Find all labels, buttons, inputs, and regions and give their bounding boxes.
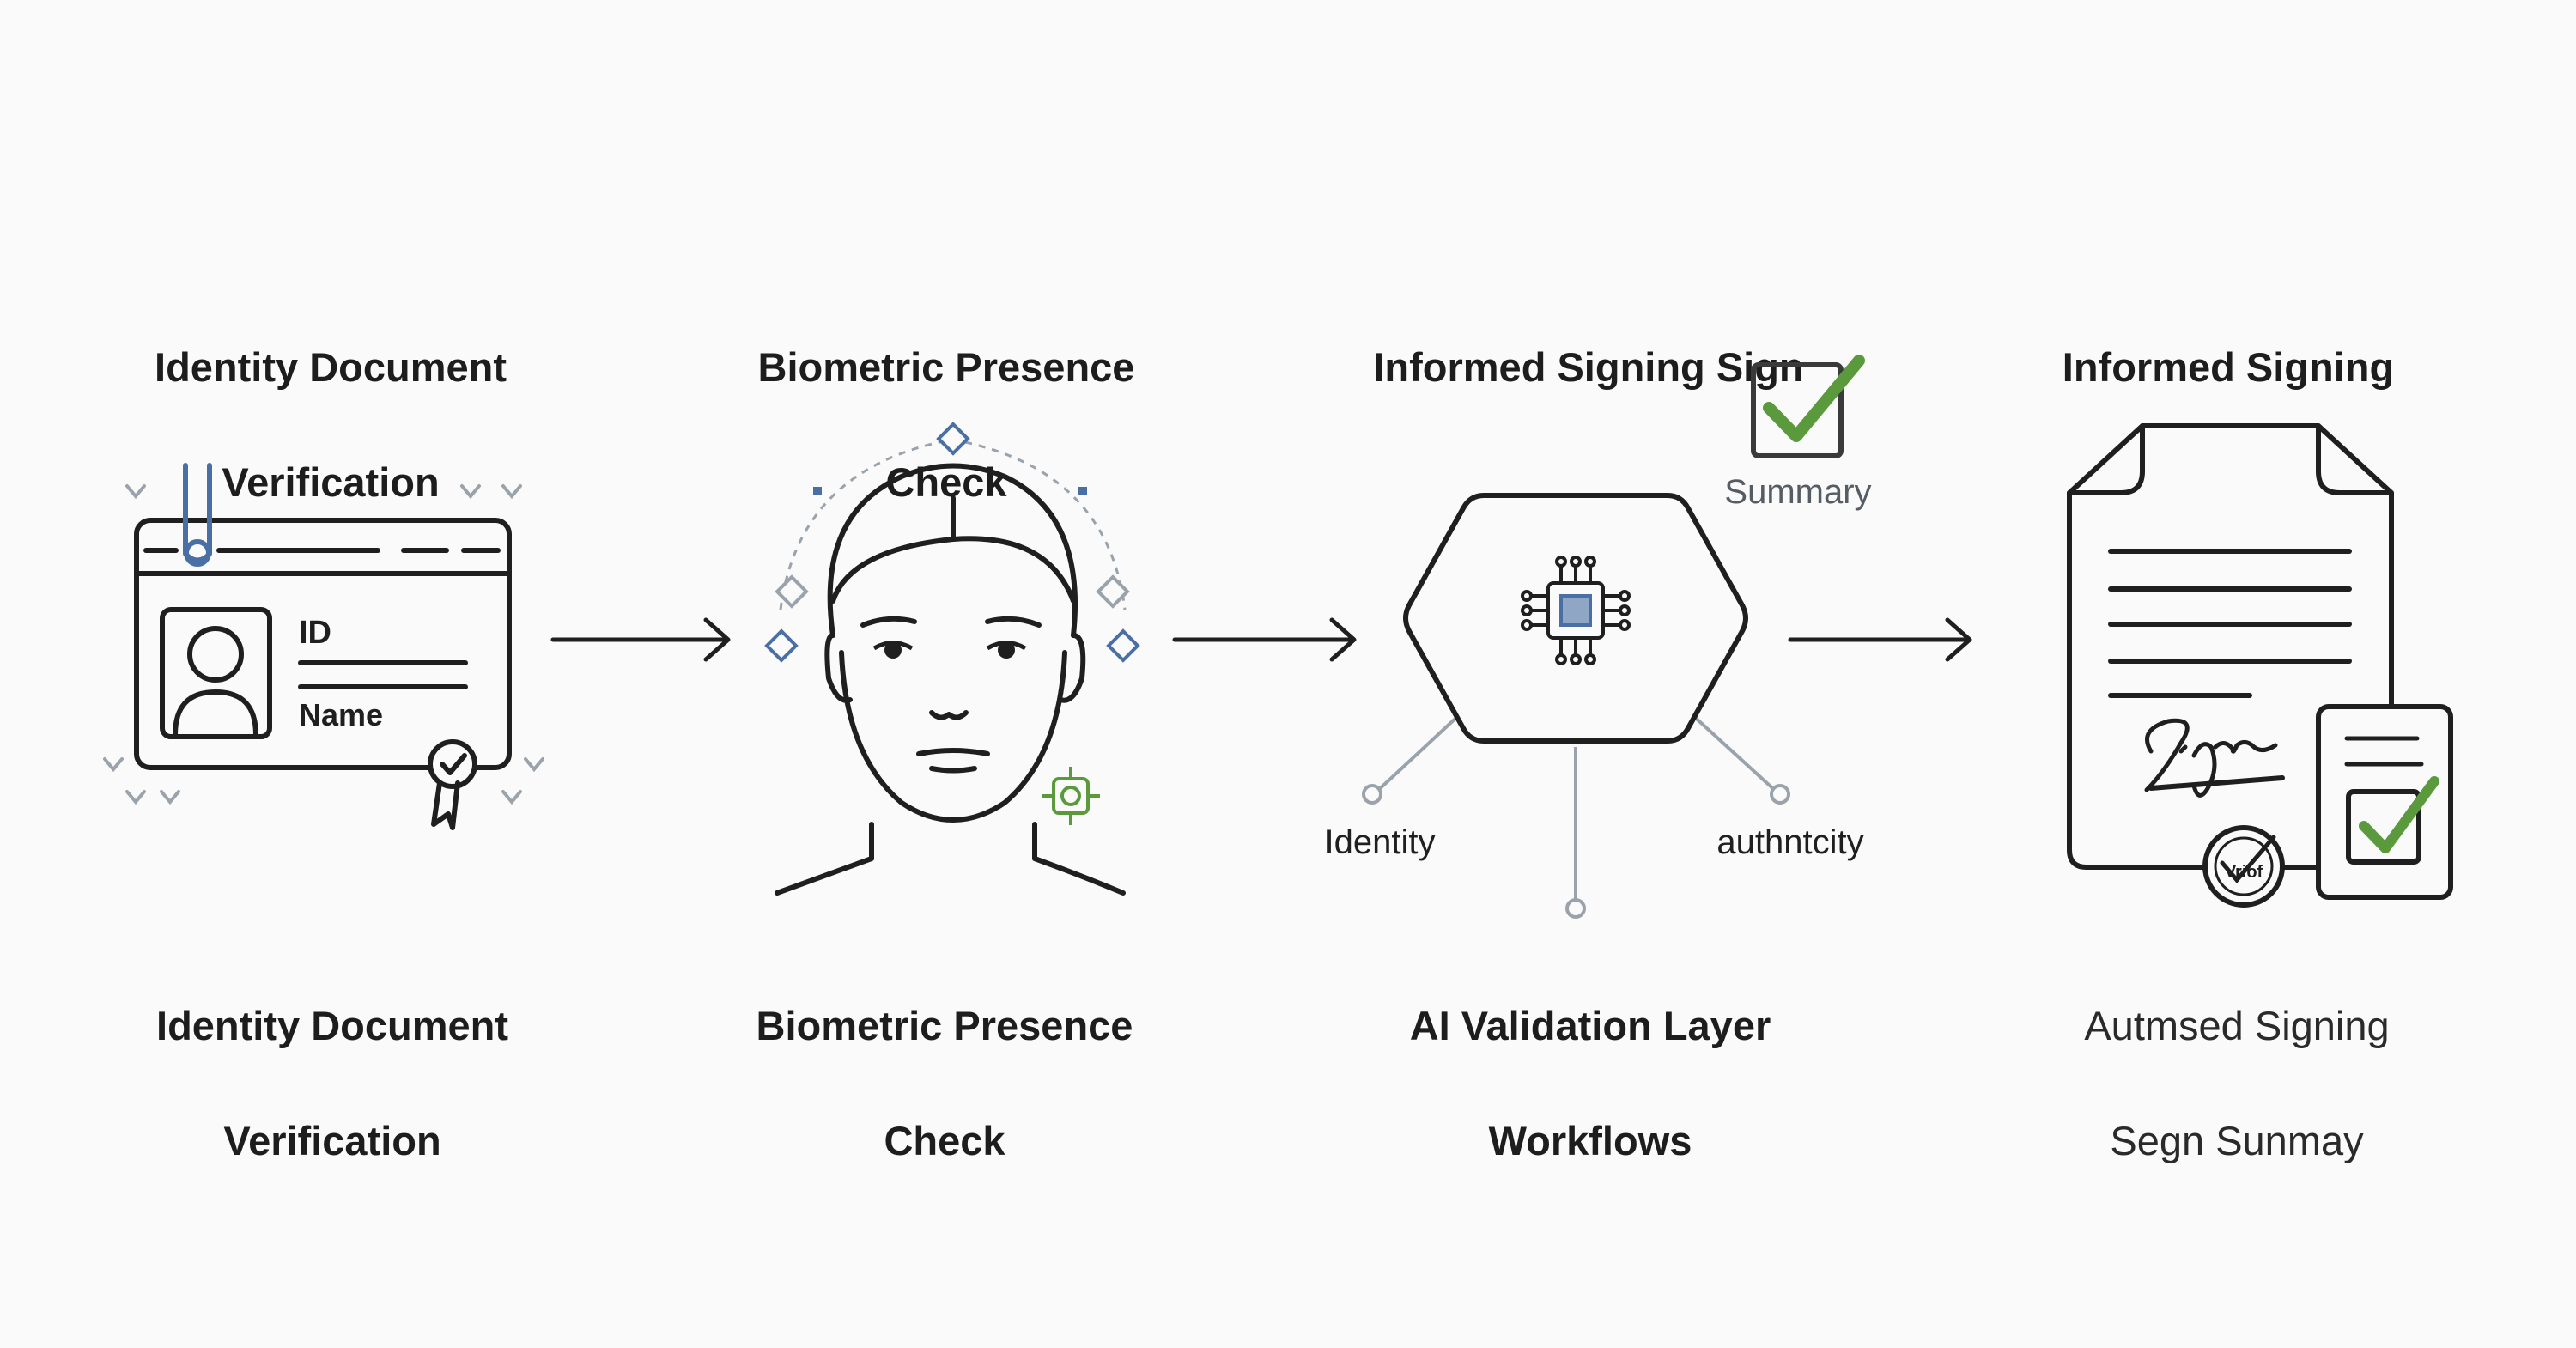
branch-label-identity: Identity [1325, 823, 1436, 861]
step-3-caption: AI Validation Layer Workflows [1333, 939, 1848, 1227]
id-card-id-label: ID [299, 615, 331, 651]
step-4-title-line-1: Informed Signing [2062, 344, 2395, 390]
step-3-title: Informed Signing Sign [1331, 281, 1846, 453]
step-1-caption-line-2: Verification [223, 1118, 441, 1163]
signed-document-icon [2067, 423, 2453, 908]
arrow-3-icon [1788, 617, 1972, 662]
id-card-name-label: Name [299, 697, 383, 732]
summary-checkbox-icon [1751, 355, 1865, 458]
step-3-title-line-1: Informed Signing Sign [1373, 344, 1804, 390]
step-4-caption-line-2: Segn Sunmay [2110, 1118, 2364, 1163]
ai-chip-hexagon-icon [1362, 493, 1790, 919]
step-2-caption-line-2: Check [884, 1118, 1005, 1163]
step-3-caption-line-2: Workflows [1488, 1118, 1692, 1163]
step-2-caption-line-1: Biometric Presence [756, 1003, 1133, 1048]
scan-chevron-icons [103, 484, 544, 805]
step-1-caption: Identity Document Verification [75, 939, 590, 1227]
branch-label-authenticity: authntcity [1716, 823, 1863, 861]
step-2-caption: Biometric Presence Check [687, 939, 1202, 1227]
step-2-title-line-1: Biometric Presence [757, 344, 1135, 390]
arrow-1-icon [550, 617, 731, 662]
id-card-icon [134, 463, 512, 830]
step-4-caption: Autmsed Signing Segn Sunmay [1979, 939, 2494, 1227]
step-1-title: Identity Document Verification [73, 281, 588, 568]
arrow-2-icon [1172, 617, 1357, 662]
step-4-caption-line-1: Autmsed Signing [2084, 1003, 2390, 1048]
face-scan-icon [764, 422, 1140, 896]
step-3-caption-line-1: AI Validation Layer [1409, 1003, 1771, 1048]
step-2-title: Biometric Presence Check [689, 281, 1204, 568]
summary-label: Summary [1724, 473, 1871, 511]
step-1-title-line-2: Verification [222, 459, 440, 505]
seal-label: Vriof [2225, 863, 2263, 882]
step-1-caption-line-1: Identity Document [156, 1003, 508, 1048]
step-4-title: Informed Signing [1971, 281, 2486, 453]
step-1-title-line-1: Identity Document [155, 344, 507, 390]
